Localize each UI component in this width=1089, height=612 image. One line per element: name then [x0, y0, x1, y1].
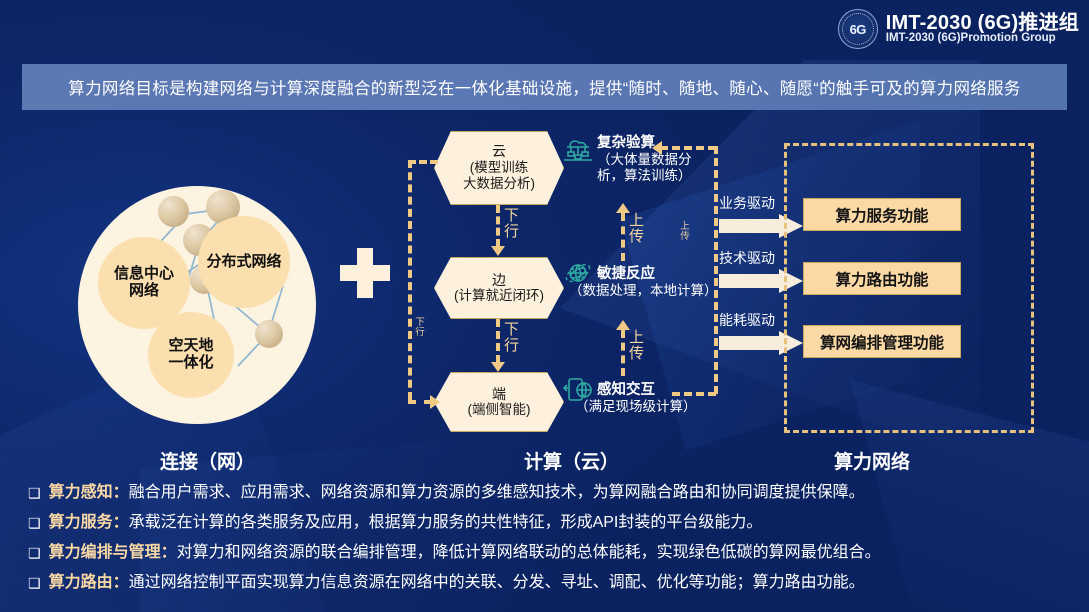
bullet-marker: ❑: [28, 545, 41, 561]
driver-arrow: [719, 214, 805, 238]
list-item: ❑ 算力编排与管理： 对算力和网络资源的联合编排管理，降低计算网络联动的总体能耗…: [28, 538, 1068, 568]
node-subtitle: (端侧智能): [467, 402, 531, 418]
bypass-arrow: [430, 395, 440, 409]
capability-sub: （大体量数据分析，算法训练）: [597, 152, 692, 183]
lobe-distributed-network: 分布式网络: [198, 216, 290, 308]
compute-network-boundary: [784, 143, 1034, 433]
capability-complex-compute: 复杂验算 （大体量数据分析，算法训练）: [597, 131, 715, 184]
driver-technology: 技术驱动: [719, 248, 805, 293]
downlink-label-1: 下行: [504, 207, 520, 240]
uplink-label-2: 上传: [629, 329, 645, 362]
node-subtitle: (模型训练大数据分析): [463, 160, 535, 192]
downlink-arrow-2: [491, 362, 505, 372]
capability-sensing-interaction: 感知交互 （满足现场级计算）: [575, 378, 777, 415]
driver-label: 业务驱动: [719, 195, 775, 211]
lobe-label: 空天地一体化: [168, 337, 214, 371]
bullet-marker: ❑: [28, 515, 41, 531]
list-item: ❑ 算力路由： 通过网络控制平面实现算力信息资源在网络中的关联、分发、寻址、调配…: [28, 568, 1068, 598]
function-orchestration-management[interactable]: 算网编排管理功能: [803, 325, 961, 358]
bypass-left-segment: [408, 160, 412, 400]
bullet-marker: ❑: [28, 575, 41, 591]
driver-arrow: [719, 269, 805, 293]
feedback-bottom-segment: [672, 392, 716, 396]
list-item: ❑ 算力感知： 融合用户需求、应用需求、网络资源和算力资源的多维感知技术，为算网…: [28, 478, 1068, 508]
driver-arrow: [719, 331, 805, 355]
capability-agile-response: 敏捷反应 （数据处理，本地计算）: [569, 262, 777, 299]
lobe-label: 信息中心网络: [113, 265, 174, 299]
feedback-arrow: [652, 141, 662, 155]
lobe-space-air-ground: 空天地一体化: [148, 312, 234, 398]
bullet-list: ❑ 算力感知： 融合用户需求、应用需求、网络资源和算力资源的多维感知技术，为算网…: [28, 478, 1068, 598]
lobe-info-center-network: 信息中心网络: [98, 237, 190, 329]
bullet-key: 算力服务：: [48, 514, 129, 531]
plus-icon: [340, 248, 390, 298]
driver-business: 业务驱动: [719, 193, 805, 238]
bypass-label: 下行: [415, 317, 425, 338]
bullet-key: 算力编排与管理：: [48, 544, 177, 561]
uplink-line-2: [621, 330, 625, 376]
lobe-label: 分布式网络: [206, 252, 282, 270]
downlink-line-1: [496, 205, 500, 247]
bypass-top-segment: [408, 160, 438, 164]
uplink-line-1: [621, 213, 625, 261]
feedback-label: 上传: [680, 221, 690, 242]
bullet-key: 算力感知：: [48, 484, 129, 501]
capability-title: 敏捷反应: [597, 266, 655, 282]
uplink-arrow-1: [616, 203, 630, 213]
6g-seal-icon: 6G: [837, 9, 878, 49]
node-title: 云: [492, 143, 506, 160]
brand-name-cn: IMT-2030 (6G)推进组: [885, 11, 1079, 34]
caption-connection: 连接（网）: [160, 452, 256, 473]
graph-node: [255, 320, 283, 348]
driver-label: 技术驱动: [719, 250, 775, 266]
feedback-right-segment: [714, 146, 718, 394]
bullet-key: 算力路由：: [48, 574, 129, 591]
node-title: 边: [492, 271, 506, 288]
bullet-marker: ❑: [28, 485, 41, 501]
brand-text: IMT-2030 (6G)推进组 IMT-2030 (6G)Promotion …: [885, 11, 1079, 46]
uplink-label-1: 上传: [629, 212, 645, 245]
brand-lockup: 6G IMT-2030 (6G)推进组 IMT-2030 (6G)Promoti…: [837, 9, 1079, 49]
brand-name-en: IMT-2030 (6G)Promotion Group: [885, 32, 1056, 45]
list-item: ❑ 算力服务： 承载泛在计算的各类服务及应用，根据算力服务的共性特征，形成API…: [28, 508, 1068, 538]
uplink-arrow-2: [616, 320, 630, 330]
graph-node: [158, 196, 189, 227]
phone-globe-icon: [562, 378, 592, 401]
capability-title: 感知交互: [597, 382, 655, 398]
seal-mark: 6G: [849, 21, 867, 37]
downlink-label-2: 下行: [504, 321, 520, 354]
function-compute-routing[interactable]: 算力路由功能: [803, 262, 961, 295]
caption-computing: 计算（云）: [524, 452, 620, 473]
downlink-line-2: [496, 319, 500, 363]
node-cloud: 云 (模型训练大数据分析): [434, 131, 564, 205]
capability-sub: （满足现场级计算）: [575, 399, 697, 414]
bullet-text: 通过网络控制平面实现算力信息资源在网络中的关联、分发、寻址、调配、优化等功能；算…: [128, 574, 865, 591]
node-terminal: 端 (端侧智能): [434, 372, 564, 432]
headline-banner: 算力网络目标是构建网络与计算深度融合的新型泛在一体化基础设施，提供“随时、随地、…: [22, 64, 1067, 110]
capability-sub: （数据处理，本地计算）: [569, 283, 718, 298]
headline-text: 算力网络目标是构建网络与计算深度融合的新型泛在一体化基础设施，提供“随时、随地、…: [68, 80, 1021, 98]
node-subtitle: (计算就近闭环): [454, 288, 544, 304]
driver-label: 能耗驱动: [719, 312, 775, 328]
slide-header: 6G IMT-2030 (6G)推进组 IMT-2030 (6G)Promoti…: [0, 0, 1089, 58]
bypass-bottom-segment: [408, 400, 432, 404]
function-compute-service[interactable]: 算力服务功能: [803, 198, 961, 231]
feedback-top-segment: [660, 146, 716, 150]
caption-compute-network: 算力网络: [834, 452, 911, 473]
capability-title: 复杂验算: [597, 135, 655, 151]
node-edge: 边 (计算就近闭环): [434, 257, 564, 319]
downlink-arrow-1: [491, 246, 505, 256]
node-title: 端: [492, 385, 506, 402]
bullet-text: 融合用户需求、应用需求、网络资源和算力资源的多维感知技术，为算网融合路由和协同调…: [128, 484, 865, 501]
cloud-computing-icon: [564, 140, 592, 161]
bullet-text: 承载泛在计算的各类服务及应用，根据算力服务的共性特征，形成API封装的平台级能力…: [128, 514, 763, 531]
globe-orbit-icon: [565, 263, 591, 283]
driver-energy: 能耗驱动: [719, 310, 805, 355]
bullet-text: 对算力和网络资源的联合编排管理，降低计算网络联动的总体能耗，实现绿色低碳的算网最…: [176, 544, 881, 561]
